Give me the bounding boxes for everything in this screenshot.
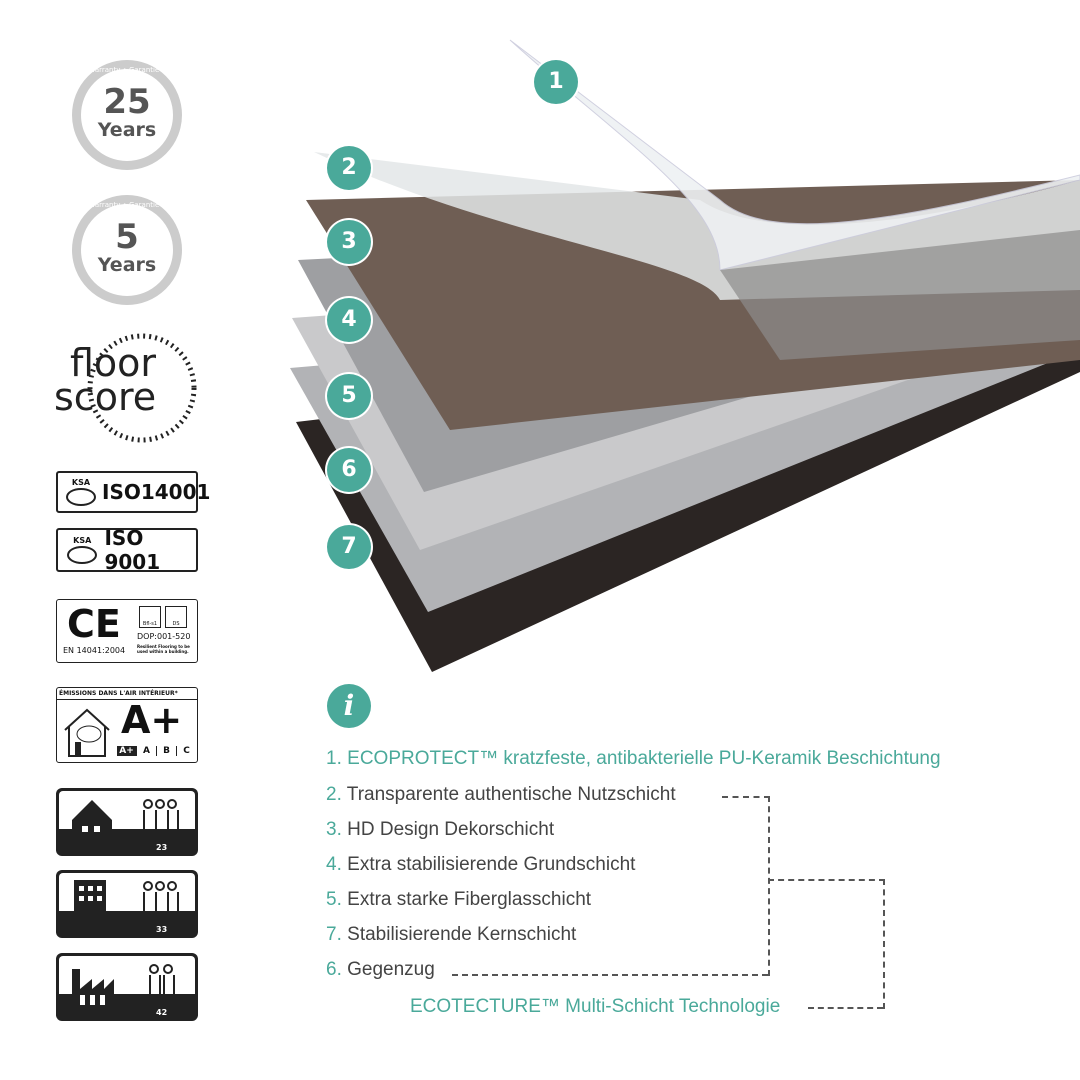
layer-marker-2: 2 — [327, 146, 371, 190]
ce-mark: CE — [67, 602, 121, 646]
scale-a: A — [136, 746, 156, 756]
iso-code: ISO 9001 — [104, 526, 161, 574]
legend-text: Extra stabilisierende Grundschicht — [347, 854, 636, 875]
legend-num: 5. — [326, 889, 342, 910]
ksa-label: KSA — [73, 536, 92, 545]
legend-item-7: 7. Stabilisierende Kernschicht — [326, 924, 576, 946]
bracket-top — [722, 796, 770, 976]
bracket-outer — [768, 879, 885, 1009]
legend-num: 4. — [326, 854, 342, 875]
residential-house-icon — [72, 799, 179, 852]
ksa-seal-icon — [67, 546, 98, 564]
emissions-scale: A+ A B C — [117, 746, 196, 756]
layer-marker-3: 3 — [327, 220, 371, 264]
fire-class-icon: Bfl-s1 — [139, 606, 161, 628]
use-class-33-badge: 33 — [56, 870, 198, 938]
legend-item-5: 5. Extra starke Fiberglasschicht — [326, 889, 591, 911]
iso14001-badge: KSA ISO14001 — [56, 471, 210, 513]
legend-text: Extra starke Fiberglasschicht — [347, 889, 592, 910]
legend-item-4: 4. Extra stabilisierende Grundschicht — [326, 854, 635, 876]
legend-item-2: 2. Transparente authentische Nutzschicht — [326, 784, 676, 806]
house-icon — [64, 708, 110, 757]
scale-aplus: A+ — [117, 746, 136, 756]
legend-text: ECOPROTECT™ kratzfeste, antibakterielle … — [347, 748, 941, 769]
scale-b: B — [156, 746, 176, 756]
legend-item-1: 1. ECOPROTECT™ kratzfeste, antibakteriel… — [326, 748, 941, 770]
layer-marker-1: 1 — [534, 60, 578, 104]
class-number: 42 — [156, 1008, 168, 1017]
iso9001-badge: KSA ISO 9001 — [56, 526, 198, 574]
legend-item-6: 6. Gegenzug — [326, 959, 435, 981]
legend-num: 6. — [326, 959, 342, 980]
warranty-unit: Years — [97, 119, 157, 141]
warranty-arc-text: Warranty • Garantie • Garant — [88, 201, 166, 217]
bracket-bottom-line — [452, 974, 768, 976]
class-number: 23 — [156, 843, 168, 852]
scale-c: C — [176, 746, 196, 756]
legend-text: Gegenzug — [347, 959, 435, 980]
emissions-badge: ÉMISSIONS DANS L'AIR INTÉRIEUR* A+ A+ A … — [56, 687, 198, 763]
layer-marker-5: 5 — [327, 374, 371, 418]
legend-text: HD Design Dekorschicht — [347, 819, 555, 840]
warranty-number: 5 — [115, 217, 139, 257]
floorscore-logo: floor score — [52, 330, 202, 448]
ce-standard: EN 14041:2004 — [63, 646, 126, 655]
technology-label: ECOTECTURE™ Multi-Schicht Technologie — [410, 996, 781, 1017]
layer-coating — [509, 39, 1080, 271]
legend-item-3: 3. HD Design Dekorschicht — [326, 819, 554, 841]
warranty-unit: Years — [97, 254, 157, 276]
ksa-seal-icon — [66, 488, 96, 506]
legend-num: 7. — [326, 924, 342, 945]
slip-class-icon: DS — [165, 606, 187, 628]
legend-text: Transparente authentische Nutzschicht — [346, 784, 676, 805]
legend-num: 2. — [326, 784, 342, 805]
floor-layers-illustration — [290, 39, 1080, 672]
layer-marker-6: 6 — [327, 448, 371, 492]
use-class-23-badge: 23 — [56, 788, 198, 856]
layer-marker-7: 7 — [327, 525, 371, 569]
office-building-icon — [74, 880, 179, 932]
floorscore-line1: floor — [70, 341, 157, 385]
legend-text: Stabilisierende Kernschicht — [347, 924, 577, 945]
warranty-5-years-badge: Warranty • Garantie • Garant 5 Years — [72, 195, 182, 305]
ce-note: Resilient Flooring to be used within a b… — [137, 644, 190, 654]
ksa-label: KSA — [71, 478, 91, 487]
factory-icon — [72, 964, 175, 1015]
info-icon: i — [327, 684, 371, 728]
bracket-tech-line — [808, 1007, 883, 1009]
emissions-grade: A+ — [121, 698, 183, 742]
class-number: 33 — [156, 925, 168, 934]
legend-num: 3. — [326, 819, 342, 840]
warranty-number: 25 — [103, 82, 151, 122]
ce-badge: CE EN 14041:2004 Bfl-s1 DS DOP:001-520 R… — [56, 599, 198, 663]
emissions-title: ÉMISSIONS DANS L'AIR INTÉRIEUR* — [57, 688, 197, 700]
legend-num: 1. — [326, 748, 342, 769]
iso-code: ISO14001 — [102, 480, 211, 504]
warranty-arc-text: Warranty • Garantie • Garant — [88, 66, 166, 82]
dop-number: DOP:001-520 — [137, 632, 191, 641]
floorscore-line2: score — [54, 375, 157, 419]
warranty-25-years-badge: Warranty • Garantie • Garant 25 Years — [72, 60, 182, 170]
layer-marker-4: 4 — [327, 298, 371, 342]
use-class-42-badge: 42 — [56, 953, 198, 1021]
